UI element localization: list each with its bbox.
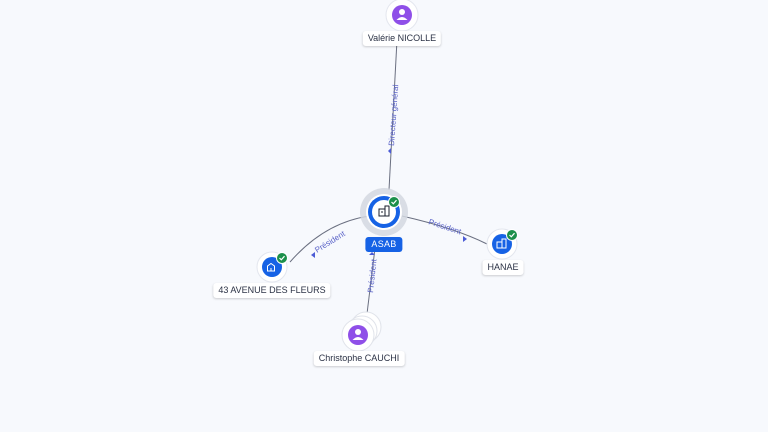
- edge-center-right[interactable]: [401, 215, 488, 245]
- node-label-asab[interactable]: ASAB: [365, 237, 403, 252]
- building-icon: [378, 205, 390, 217]
- edge-top-center[interactable]: [388, 39, 398, 191]
- edge-arrow-icon: [369, 252, 375, 255]
- node-label-43-avenue-des-fleurs[interactable]: 43 AVENUE DES FLEURS: [213, 283, 331, 298]
- node-christophe-cauchi[interactable]: [341, 311, 382, 352]
- node-hanae[interactable]: [486, 228, 518, 260]
- edge-label-right: Président: [427, 217, 467, 242]
- edge-bottom-center[interactable]: [365, 239, 377, 323]
- edge-label-text: Président: [427, 217, 463, 236]
- edge-label-top: Directeur général: [387, 84, 400, 154]
- edge-arrow-icon: [311, 252, 315, 258]
- edge-label-text: Président: [366, 258, 379, 293]
- edge-label-text: Directeur général: [387, 84, 400, 146]
- edge-label-bottom: Président: [366, 252, 379, 293]
- edge-label-left: Président: [311, 229, 347, 258]
- person-icon: [352, 329, 364, 340]
- person-icon: [396, 9, 408, 20]
- node-label-hanae[interactable]: HANAE: [482, 260, 524, 275]
- node-label-valerie-nicolle[interactable]: Valérie NICOLLE: [362, 31, 442, 46]
- building-icon: [267, 262, 275, 272]
- check-badge-icon: [388, 196, 400, 208]
- check-badge-icon: [276, 252, 288, 264]
- edge-label-text: Président: [313, 229, 347, 255]
- check-badge-icon: [506, 229, 518, 241]
- edge-arrow-icon: [463, 236, 467, 242]
- node-valerie-nicolle[interactable]: [385, 0, 419, 32]
- node-43-avenue-des-fleurs[interactable]: [256, 251, 288, 283]
- edge-arrow-icon: [388, 148, 391, 154]
- building-icon: [496, 238, 507, 249]
- node-asab[interactable]: [360, 188, 408, 236]
- node-label-christophe-cauchi[interactable]: Christophe CAUCHI: [313, 351, 405, 366]
